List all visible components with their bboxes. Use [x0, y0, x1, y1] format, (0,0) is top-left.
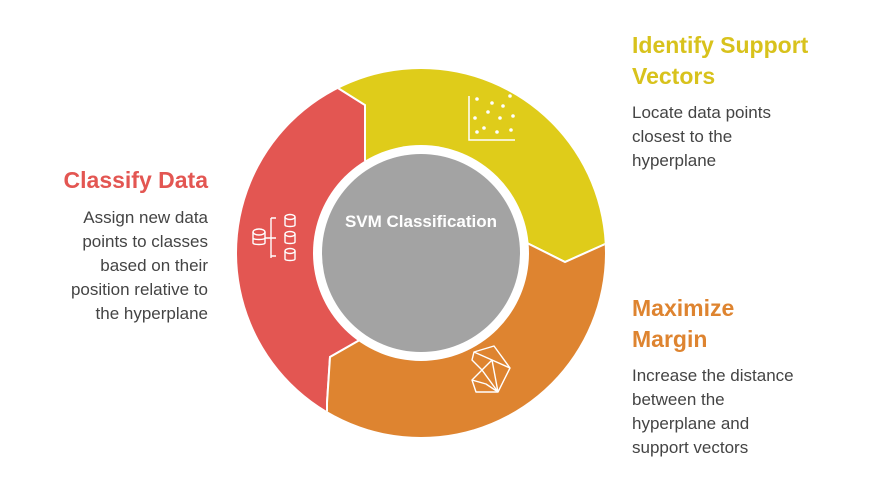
- description-line: hyperplane: [632, 151, 717, 170]
- step-title-identify-support-vectors: Identify Support Vectors: [632, 30, 808, 92]
- step-description-classify-data: Assign new data points to classes based …: [71, 206, 208, 326]
- title-line: Identify Support: [632, 32, 809, 58]
- database-hierarchy-icon: [252, 213, 296, 262]
- description-line: hyperplane and: [632, 414, 750, 433]
- description-line: position relative to: [70, 280, 208, 299]
- description-line: points to classes: [82, 232, 208, 251]
- title-line: Maximize: [632, 295, 735, 321]
- description-line: Assign new data: [83, 208, 208, 227]
- description-line: between the: [632, 390, 725, 409]
- step-title-maximize-margin: Maximize Margin: [632, 293, 734, 355]
- title-line: Classify Data: [63, 167, 208, 193]
- description-line: the hyperplane: [95, 304, 208, 323]
- description-line: based on their: [100, 256, 208, 275]
- polyhedron-icon: [471, 345, 511, 393]
- step-title-classify-data: Classify Data: [64, 165, 208, 196]
- center-circle: [322, 154, 520, 352]
- description-line: Increase the distance: [632, 366, 794, 385]
- center-label: SVM Classification: [344, 212, 498, 231]
- scatter-plot-icon: [468, 94, 515, 141]
- title-line: Vectors: [632, 63, 716, 89]
- description-line: support vectors: [632, 438, 749, 457]
- step-description-maximize-margin: Increase the distance between the hyperp…: [632, 364, 794, 460]
- description-line: closest to the: [632, 127, 733, 146]
- description-line: Locate data points: [632, 103, 771, 122]
- title-line: Margin: [632, 326, 708, 352]
- step-description-identify-support-vectors: Locate data points closest to the hyperp…: [632, 101, 771, 173]
